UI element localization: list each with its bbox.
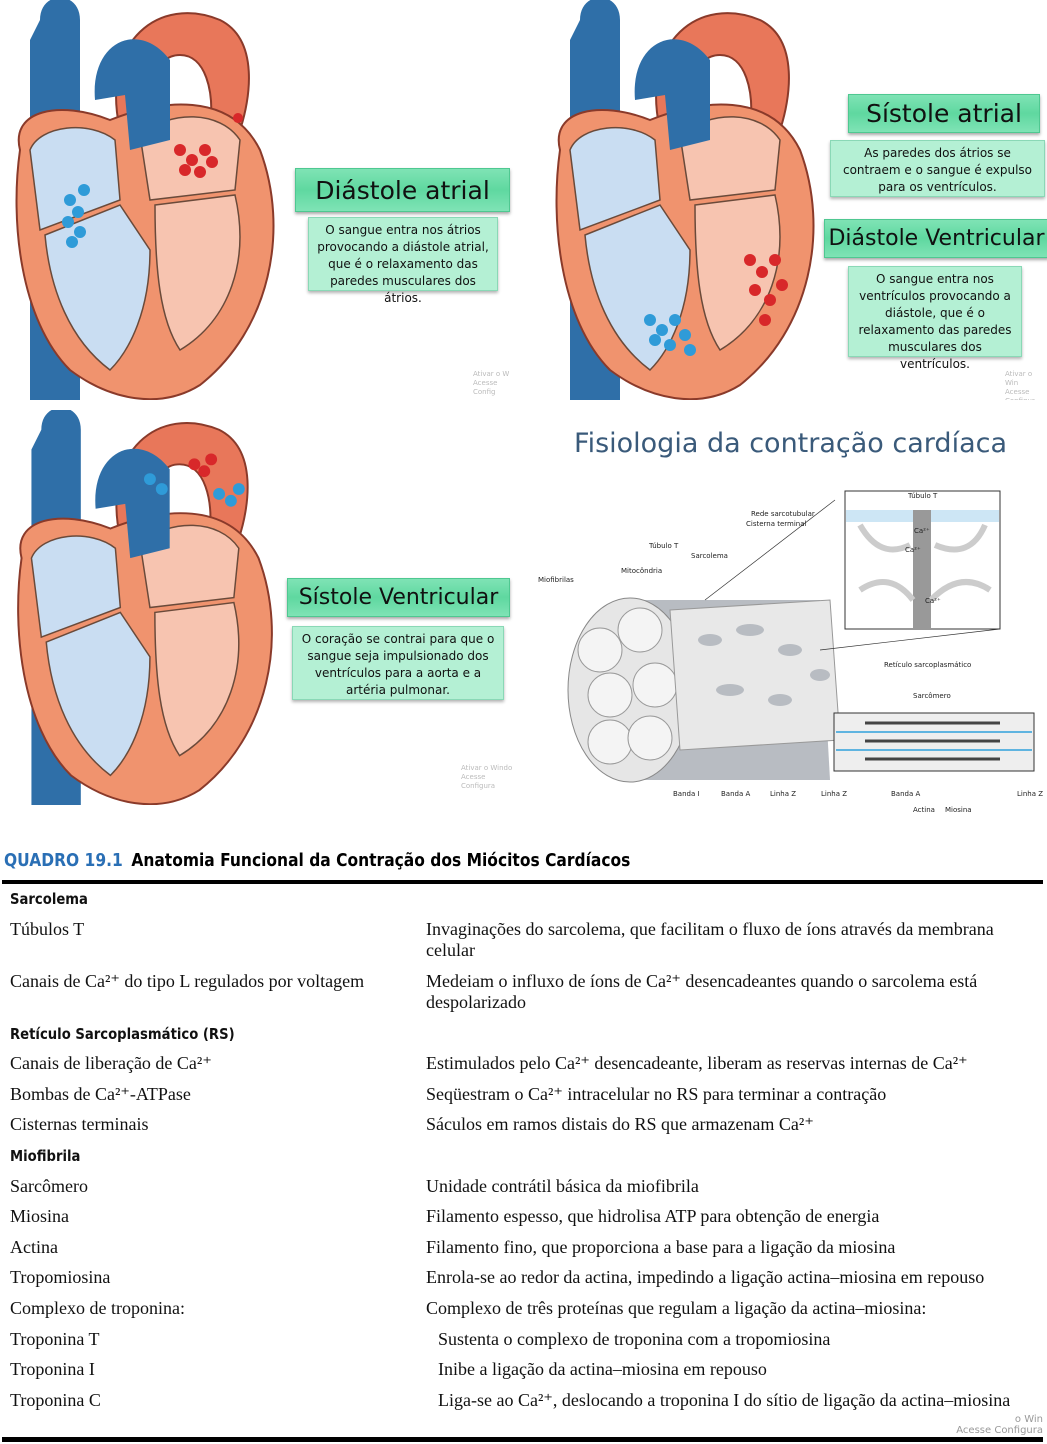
term-cell: Canais de liberação de Ca²⁺ [10,1053,212,1074]
table-row: Complexo de troponina: Complexo de três p… [0,1295,1047,1326]
label-tubulo-t-inset: Túbulo T [908,492,938,500]
label-linha-z: Linha Z [1017,790,1044,798]
term-cell: Cisternas terminais [10,1114,149,1135]
watermark-line: Ativar o Windo [461,764,513,772]
phase-title: Sístole Ventricular [287,578,510,617]
description-cell: Filamento fino, que proporciona a base p… [426,1236,896,1257]
table-heading: QUADRO 19.1 Anatomia Funcional da Contraç… [4,850,630,871]
watermark-line: Acesse Configura [461,773,496,790]
description-cell: Estimulados pelo Ca²⁺ desencadeante, lib… [426,1053,968,1074]
description-cell: Unidade contrátil básica da miofibrila [426,1175,699,1196]
section-title: Retículo Sarcoplasmático (RS) [10,1024,235,1043]
table-row: Miosina Filamento espesso, que hidrolisa … [0,1203,1047,1234]
term-cell: Miosina [10,1206,70,1227]
table-row: Canais de liberação de Ca²⁺ Estimulados p… [0,1050,1047,1081]
description-cell: Liga-se ao Ca²⁺, deslocando a troponina … [438,1389,1011,1410]
phase-description: O sangue entra nos ventrículos provocand… [848,266,1022,371]
description-cell: Enrola-se ao redor da actina, impedindo … [426,1267,985,1288]
table-row: Canais de Ca²⁺ do tipo L regulados por v… [0,968,1047,1020]
heart-illustration [555,0,815,400]
table-number: QUADRO 19.1 [4,850,123,871]
label-rede-sarcotubular: Rede sarcotubular [751,510,815,518]
panel-ventricular-systole: Sístole Ventricular O coração se contrai… [0,410,520,805]
label-ca: Ca²⁺ [914,527,930,535]
description-cell: Invaginações do sarcolema, que facilitam… [426,918,994,960]
term-cell: Complexo de troponina: [10,1297,185,1318]
term-cell: Troponina C [10,1389,101,1410]
watermark-line: Acesse Configur [1005,388,1035,400]
label-ca: Ca²⁺ [905,546,921,554]
divider [2,1437,1043,1442]
table-row: Bombas de Ca²⁺-ATPase Seqüestram o Ca²⁺ i… [0,1081,1047,1112]
table-row: Tropomiosina Enrola-se ao redor da actina… [0,1264,1047,1295]
muscle-fiber-diagram [567,490,1035,783]
label-miofibrilas: Miofibrilas [538,576,574,584]
watermark-line: o Win [1014,1414,1043,1425]
label-linha-z: Linha Z [770,790,797,798]
label-miosina: Miosina [945,806,972,814]
phase-description: O sangue entra nos átrios provocando a d… [308,217,498,305]
term-cell: Troponina I [10,1359,95,1380]
term-cell: Actina [10,1236,58,1257]
heart-illustration [15,0,275,400]
term-cell: Troponina T [10,1328,100,1349]
description-cell: Filamento espesso, que hidrolisa ATP par… [426,1206,880,1227]
table-row: Túbulos T Invaginações do sarcolema, que … [0,916,1047,968]
table-row: Cisternas terminais Sáculos em ramos dist… [0,1111,1047,1142]
label-banda-a: Banda A [721,790,751,798]
divider [2,880,1043,884]
phase-title: Sístole atrial [848,94,1040,133]
watermark-line: Acesse Config [473,379,498,396]
phase-description: As paredes dos átrios se contraem e o sa… [830,140,1045,197]
label-linha-z: Linha Z [821,790,848,798]
label-reticulo: Retículo sarcoplasmático [884,661,972,669]
label-cisterna-terminal: Cisterna terminal [746,520,807,528]
label-mitocondria: Mitocôndria [621,567,663,575]
section-title: Sarcolema [10,890,88,908]
phase-title: Diástole Ventricular [824,219,1047,258]
description-cell: Sustenta o complexo de troponina com a t… [438,1328,831,1349]
watermark-line: Ativar o Win [1005,370,1033,387]
description-cell: Medeiam o influxo de íons de Ca²⁺ desenc… [426,970,978,1012]
label-sarcomero: Sarcômero [913,692,951,700]
diagram-title: Fisiologia da contração cardíaca [574,428,1008,459]
description-cell: Inibe a ligação da actina–miosina em rep… [438,1359,767,1380]
section-title: Miofibrila [10,1146,81,1165]
term-cell: Canais de Ca²⁺ do tipo L regulados por v… [10,970,365,991]
term-cell: Bombas de Ca²⁺-ATPase [10,1083,191,1104]
section-header-row: Retículo Sarcoplasmático (RS) [0,1020,1047,1051]
table-row: Troponina C Liga-se ao Ca²⁺, deslocando a… [0,1387,1047,1439]
phase-description: O coração se contrai para que o sangue s… [292,626,504,700]
table-row: Troponina I Inibe a ligação da actina–mio… [0,1356,1047,1387]
term-cell: Tropomiosina [10,1267,111,1288]
table-row: Troponina T Sustenta o complexo de tropon… [0,1326,1047,1357]
table-row: Sarcômero Unidade contrátil básica da mio… [0,1173,1047,1204]
label-banda-i: Banda I [673,790,700,798]
label-banda-a: Banda A [891,790,921,798]
panel-atrial-diastole: Diástole atrial O sangue entra nos átrio… [0,0,520,400]
term-cell: Sarcômero [10,1175,88,1196]
table-title: Anatomia Funcional da Contração dos Mióc… [131,850,631,871]
heart-illustration [17,410,273,805]
label-sarcolema: Sarcolema [691,552,728,560]
description-cell: Complexo de três proteínas que regulam a… [426,1297,927,1318]
table-row: Actina Filamento fino, que proporciona a … [0,1234,1047,1265]
phase-title: Diástole atrial [295,168,510,212]
panel-atrial-systole: Sístole atrial As paredes dos átrios se … [530,0,1047,400]
description-cell: Seqüestram o Ca²⁺ intracelular no RS par… [426,1083,887,1104]
term-cell: Túbulos T [10,918,85,939]
label-ca: Ca²⁺ [925,597,941,605]
description-cell: Sáculos em ramos distais do RS que armaz… [426,1114,814,1135]
section-header-row: Sarcolema [0,885,1047,916]
label-actina: Actina [913,806,935,814]
label-tubulo-t: Túbulo T [649,542,679,550]
watermark-line: Ativar o W [473,370,510,378]
watermark-line: Acesse Configura [956,1425,1043,1436]
section-header-row: Miofibrila [0,1142,1047,1173]
